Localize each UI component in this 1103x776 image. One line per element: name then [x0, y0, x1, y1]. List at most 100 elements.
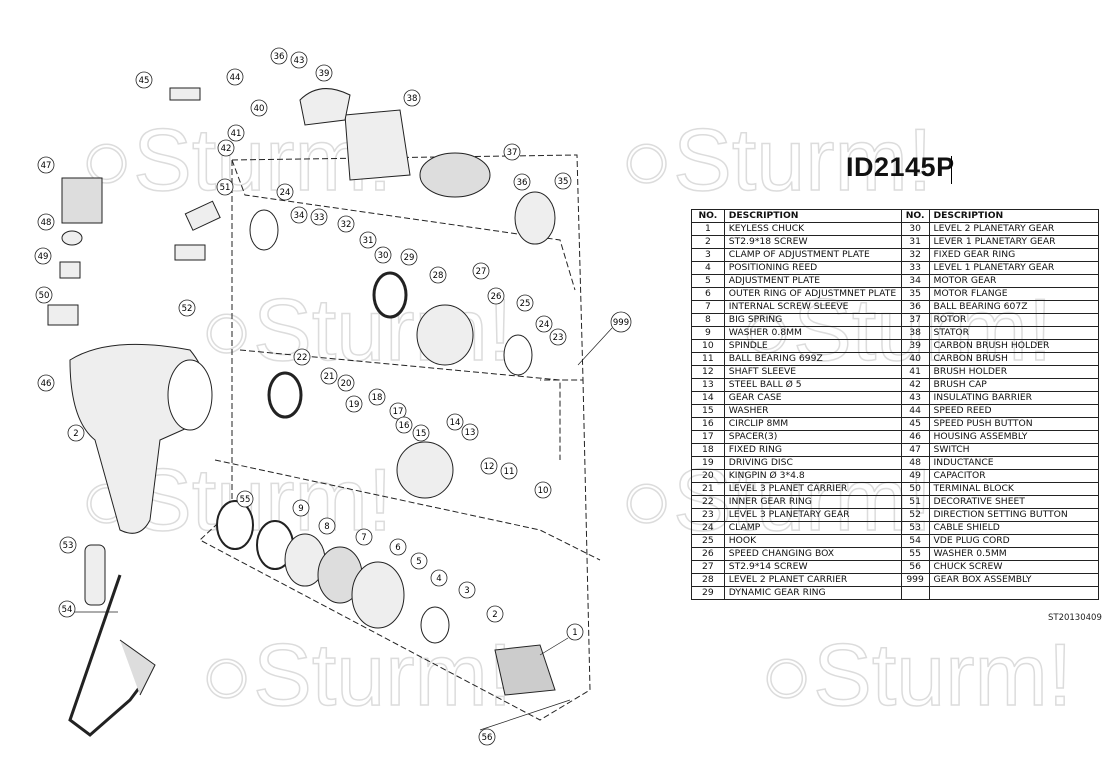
part-number: 7 — [691, 300, 725, 314]
callout-number: 31 — [363, 236, 374, 246]
callout-circle — [430, 569, 448, 587]
callout-circle — [290, 51, 308, 69]
callout-circle — [487, 287, 505, 305]
parts-drawings — [47, 87, 556, 737]
callout-number: 4 — [436, 574, 441, 584]
part-callout: 46 — [37, 374, 55, 392]
part-number: 39 — [900, 339, 930, 353]
callout-circle — [270, 47, 288, 65]
callout-circle — [337, 374, 355, 392]
callout-number: 52 — [182, 304, 193, 314]
part-number: 26 — [691, 547, 725, 561]
part-callout: 31 — [359, 231, 377, 249]
part-number: 32 — [900, 248, 930, 262]
part-number: 53 — [900, 521, 930, 535]
callout-circle — [37, 374, 55, 392]
part-callout: 2 — [486, 605, 504, 623]
part-description: DIRECTION SETTING BUTTON — [928, 508, 1100, 522]
callout-number: 56 — [482, 733, 493, 743]
part-callout: 34 — [290, 206, 308, 224]
part-description: SPEED PUSH BUTTON — [928, 417, 1100, 431]
callout-number: 11 — [504, 467, 515, 477]
callout-circle — [37, 156, 55, 174]
part-callout: 3 — [458, 581, 476, 599]
part-number: 2 — [691, 235, 725, 249]
callout-circle — [290, 206, 308, 224]
callout-number: 13 — [465, 428, 476, 438]
part-description: POSITIONING REED — [723, 261, 902, 275]
part-number: 51 — [900, 495, 930, 509]
part-callout: 36 — [270, 47, 288, 65]
part-callout: 42 — [217, 139, 235, 157]
part-number: 36 — [900, 300, 930, 314]
callout-circle — [345, 395, 363, 413]
callout-number: 36 — [517, 178, 528, 188]
callout-circle — [403, 89, 421, 107]
callout-number: 37 — [507, 148, 518, 158]
part-callout: 22 — [293, 348, 311, 366]
part-number: 22 — [691, 495, 725, 509]
callout-number: 42 — [221, 144, 232, 154]
part-number: 41 — [900, 365, 930, 379]
callout-number: 18 — [372, 393, 383, 403]
part-description: ST2.9*18 SCREW — [723, 235, 902, 249]
part-callout: 26 — [487, 287, 505, 305]
callout-circle — [355, 528, 373, 546]
callout-circle — [34, 247, 52, 265]
part-description: LEVEL 2 PLANETARY GEAR — [928, 222, 1100, 236]
svg-text:○Sturm!: ○Sturm! — [760, 625, 1072, 724]
part-number: 54 — [900, 534, 930, 548]
part-description: CLAMP — [723, 521, 902, 535]
callout-circle — [59, 536, 77, 554]
part-description: BRUSH CAP — [928, 378, 1100, 392]
part-description: WASHER 0.8MM — [723, 326, 902, 340]
callout-circle — [368, 388, 386, 406]
callout-circle — [374, 246, 392, 264]
part-callout: 1 — [566, 623, 584, 641]
header-no: NO. — [691, 209, 725, 223]
part-callout: 9 — [292, 499, 310, 517]
part-description: SPEED REED — [928, 404, 1100, 418]
callout-number: 40 — [254, 104, 265, 114]
part-callout: 53 — [59, 536, 77, 554]
callout-number: 8 — [324, 522, 329, 532]
part-description: DECORATIVE SHEET — [928, 495, 1100, 509]
part-callout: 18 — [368, 388, 386, 406]
part-description: CABLE SHIELD — [928, 521, 1100, 535]
part-number: 40 — [900, 352, 930, 366]
callout-circle — [486, 605, 504, 623]
part-description: FIXED GEAR RING — [928, 248, 1100, 262]
callout-number: 36 — [274, 52, 285, 62]
callout-number: 24 — [280, 188, 291, 198]
part-number: 48 — [900, 456, 930, 470]
header-description: DESCRIPTION — [928, 209, 1100, 223]
callout-number: 14 — [450, 418, 461, 428]
part-description: HOUSING ASSEMBLY — [928, 430, 1100, 444]
part-callout: 15 — [412, 424, 430, 442]
callout-circle — [503, 143, 521, 161]
callout-number: 23 — [553, 333, 564, 343]
callout-number: 26 — [491, 292, 502, 302]
part-callout: 50 — [35, 286, 53, 304]
callout-number: 34 — [294, 211, 305, 221]
part-number: 49 — [900, 469, 930, 483]
part-description: CARBON BRUSH — [928, 352, 1100, 366]
callout-number: 19 — [349, 400, 360, 410]
callout-number: 30 — [378, 251, 389, 261]
